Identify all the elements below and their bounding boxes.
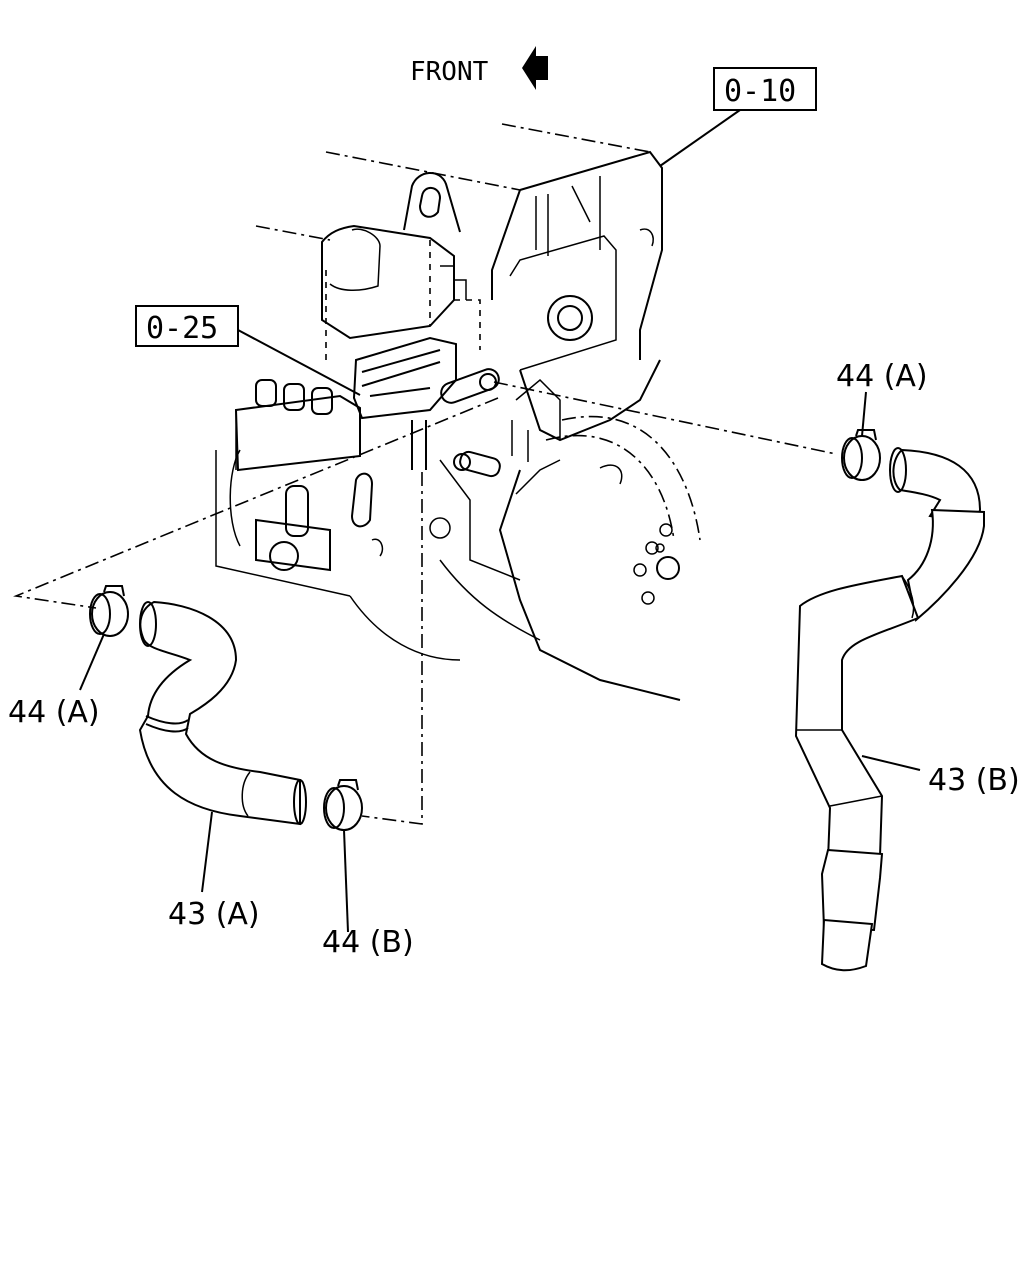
callout-leaders: [79, 391, 921, 933]
clamp-44a-top[interactable]: [841, 429, 881, 481]
leader-0-10: [659, 109, 741, 167]
clamp-44b[interactable]: [323, 779, 363, 831]
callout-44a-left: 44 (A): [8, 695, 100, 730]
front-label: FRONT: [410, 57, 489, 87]
pump-plungers: [255, 379, 333, 415]
front-arrow-icon: [522, 46, 548, 90]
front-indicator: FRONT: [410, 46, 548, 90]
callout-44b: 44 (B): [322, 925, 414, 960]
ref-label-0-10: 0-10: [724, 74, 796, 109]
callout-43b: 43 (B): [928, 763, 1020, 798]
callout-44a-top: 44 (A): [836, 359, 928, 394]
clamp-44a-left[interactable]: [89, 585, 129, 637]
hose-43a[interactable]: [138, 600, 307, 826]
routing-lines: [13, 381, 837, 825]
engine-block: [215, 123, 701, 701]
callout-43a: 43 (A): [168, 897, 260, 932]
flywheel-bolts: [633, 523, 680, 605]
hose-43b[interactable]: [794, 447, 985, 972]
leader-0-25: [237, 329, 361, 396]
ref-box-0-10[interactable]: 0-10: [713, 67, 817, 111]
ref-label-0-25: 0-25: [146, 311, 218, 346]
ref-box-0-25[interactable]: 0-25: [135, 305, 239, 347]
